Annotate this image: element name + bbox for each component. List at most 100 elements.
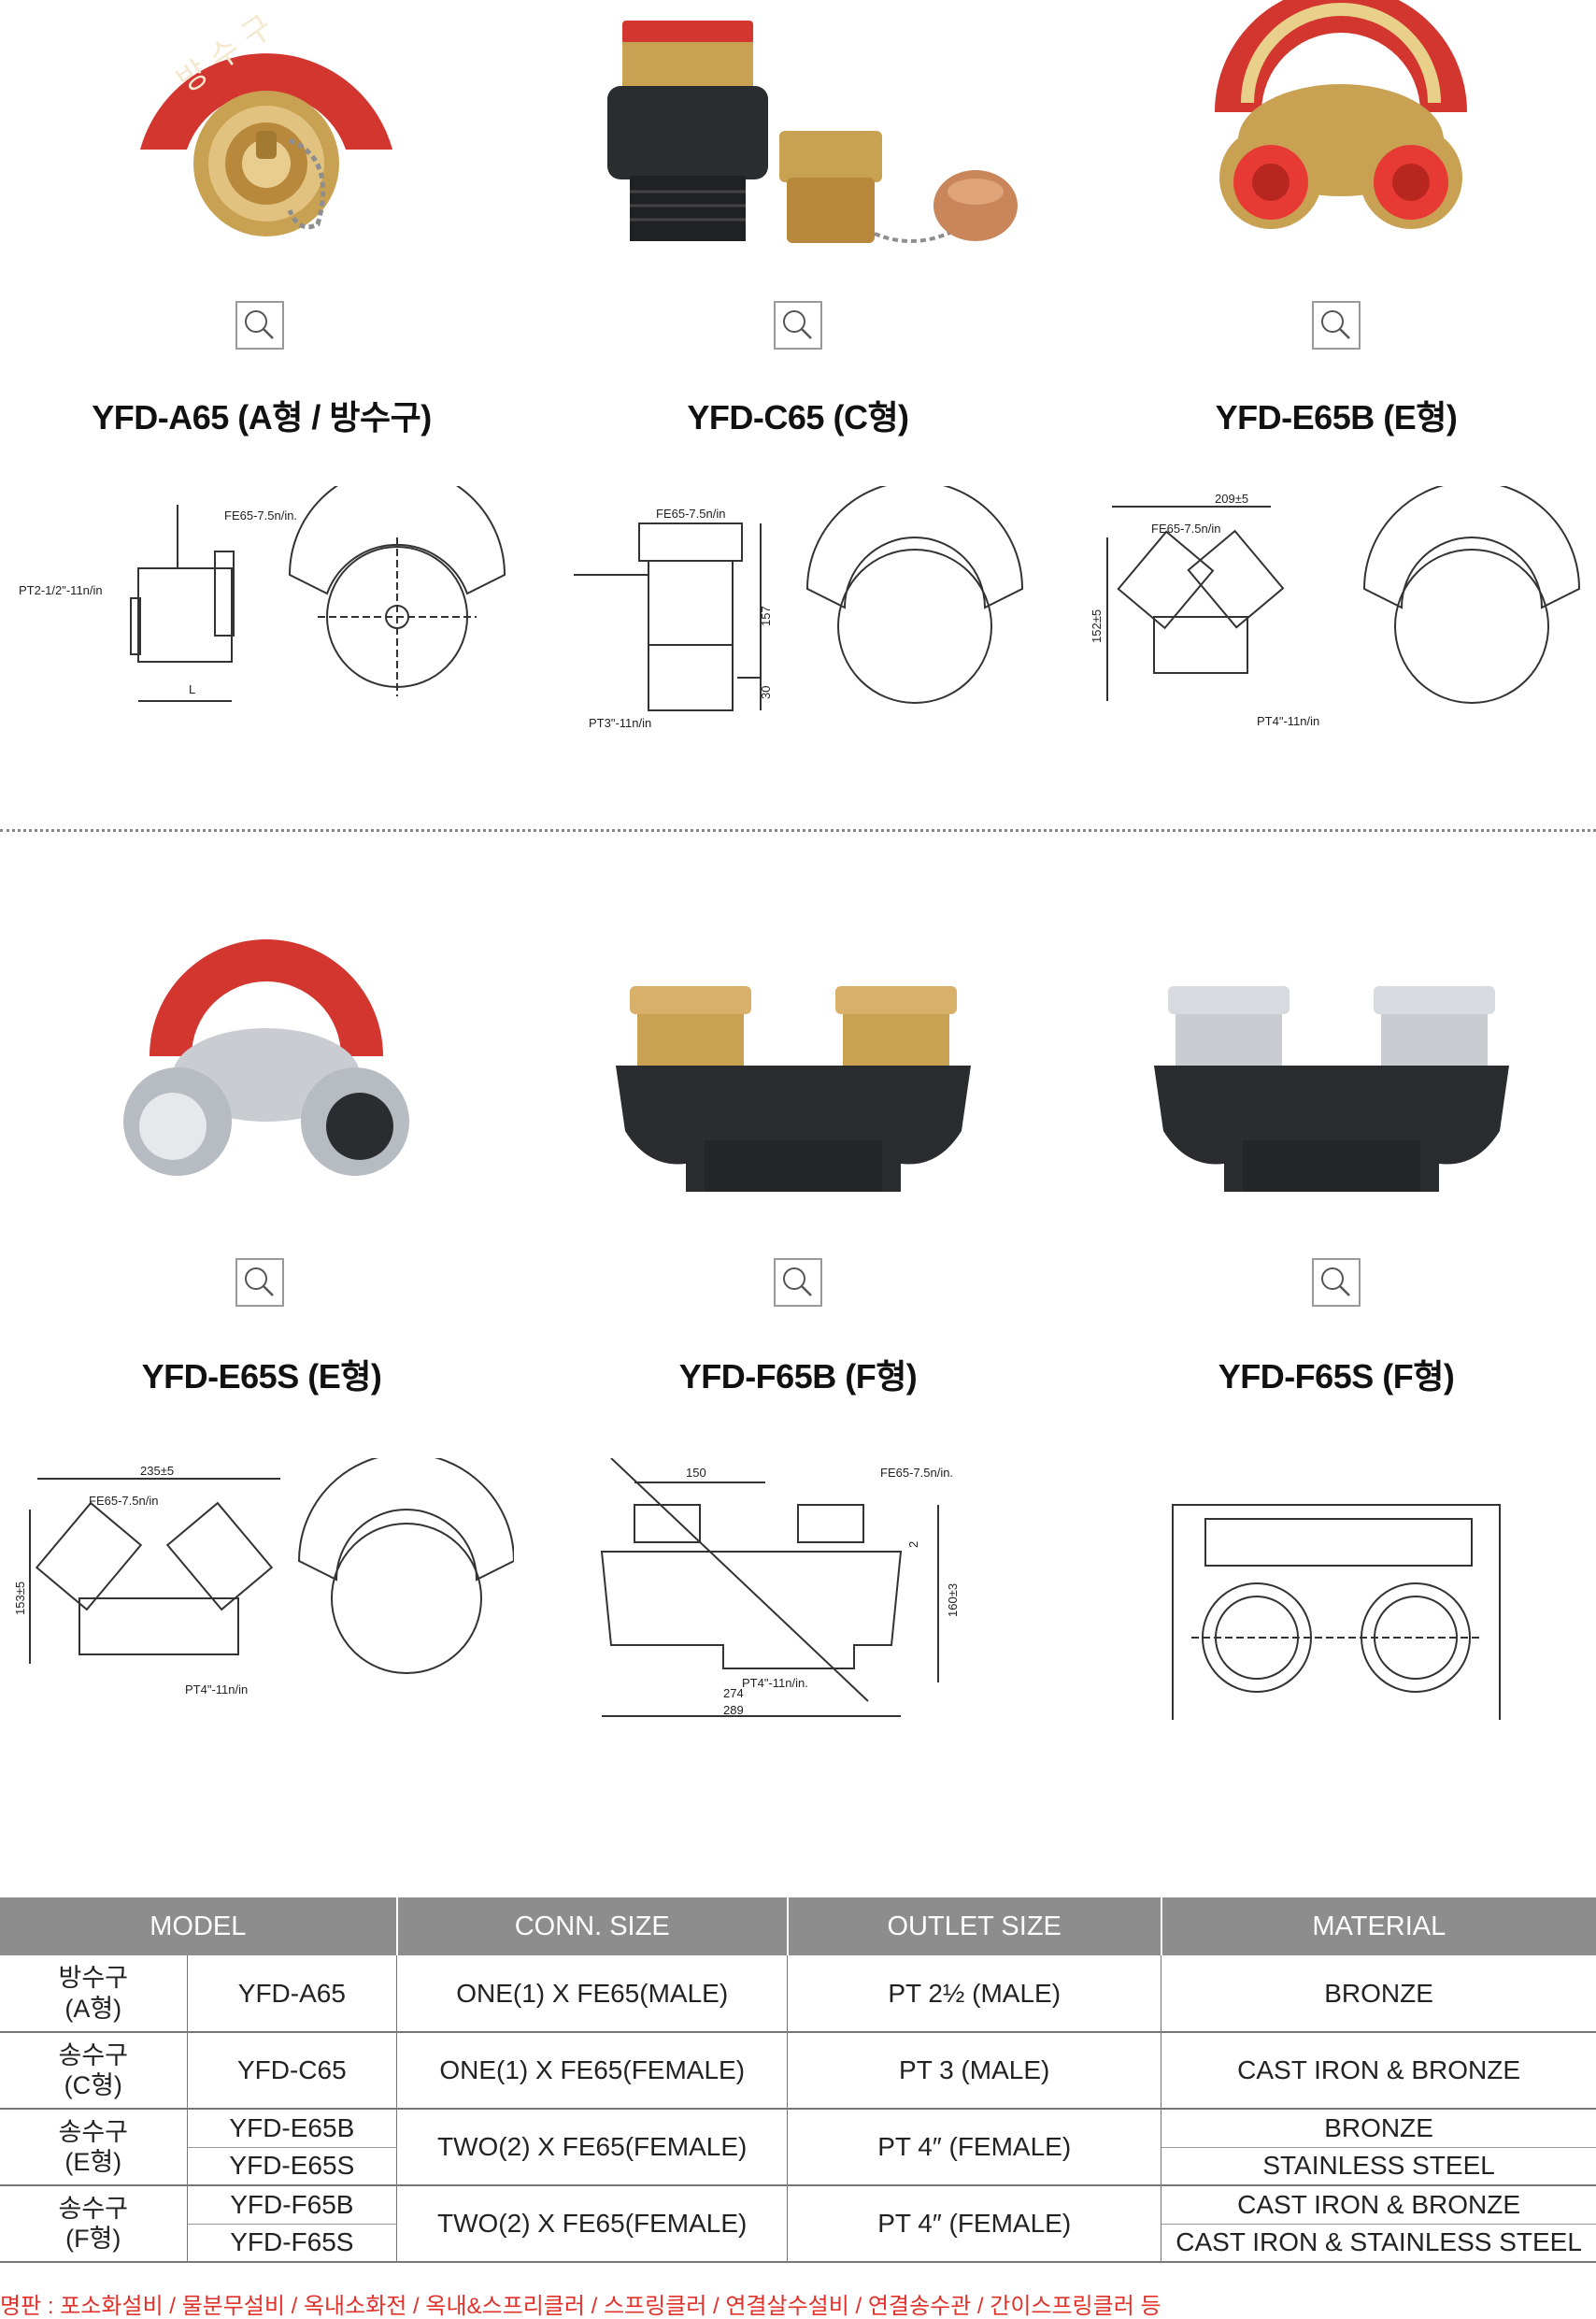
drawing-label: 289 [723,1703,744,1717]
outlet-cell: PT 3 (MALE) [787,2032,1162,2110]
type-label: 송수구 [58,2194,129,2223]
drawing-label: PT4"-11n/in [1257,714,1319,728]
magnifier-icon [245,310,274,339]
product-row-2: YFD-E65S (E형) YFD-F65B (F형) YFD-F65S (F형… [0,935,1596,1869]
drawing-e65s: 235±5 FE65-7.5n/in 153±5 PT4"-11n/in [13,1458,514,1696]
model-cell: YFD-E65B [187,2109,398,2148]
product-photo-e65b [1215,0,1467,229]
header-model: MODEL [0,1897,398,1955]
model-cell: YFD-C65 [187,2032,398,2110]
magnifier-icon [783,310,812,339]
drawing-label: 150 [686,1466,706,1480]
outlet-cell: PT 2½ (MALE) [787,1955,1162,2033]
material-cell: STAINLESS STEEL [1161,2147,1596,2186]
drawing-label: 235±5 [140,1464,174,1478]
nameplate-footnote: 명판 : 포소화설비 / 물분무설비 / 옥내소화전 / 옥내&스프리클러 / … [0,2294,1161,2319]
table-row: 송수구(E형) YFD-E65B TWO(2) X FE65(FEMALE) P… [0,2109,1596,2186]
spec-table: MODEL CONN. SIZE OUTLET SIZE MATERIAL 방수… [0,1897,1596,2263]
drawing-label: 274 [723,1686,744,1700]
model-cell: YFD-F65B [187,2185,398,2225]
outlet-cell: PT 4″ (FEMALE) [787,2185,1162,2263]
drawing-label: 2 [906,1541,920,1548]
outlet-cell: PT 4″ (FEMALE) [787,2109,1162,2186]
type-cell: 송수구(E형) [0,2109,188,2186]
product-row-1: 방 수 구 [0,0,1596,935]
drawing-label: 153±5 [13,1582,27,1615]
drawing-c65: FE65-7.5n/in 157 30 PT3"-11n/in [574,486,1024,730]
material-cell: BRONZE [1161,1955,1596,2033]
conn-cell: TWO(2) X FE65(FEMALE) [396,2185,789,2263]
zoom-button-e65b[interactable] [1312,301,1361,350]
drawing-a65: FE65-7.5n/in. PT2-1/2"-11n/in L [19,486,506,702]
drawing-label: FE65-7.5n/in [656,507,725,521]
type-label: 송수구 [58,2117,129,2146]
type-cell: 송수구(F형) [0,2185,188,2263]
type-label: 방수구 [58,1964,129,1993]
header-material: MATERIAL [1161,1897,1596,1955]
drawing-label: L [189,682,195,696]
drawing-e65b: 209±5 FE65-7.5n/in 152±5 PT4"-11n/in [1090,486,1581,728]
drawing-label: FE65-7.5n/in. [880,1466,953,1480]
drawing-label: FE65-7.5n/in [1151,522,1220,536]
drawing-label: PT4"-11n/in [185,1682,248,1696]
model-cell: YFD-E65S [187,2147,398,2186]
type-label: 송수구 [58,2040,129,2069]
conn-cell: ONE(1) X FE65(FEMALE) [396,2032,789,2110]
type-sub-label: (A형) [64,1994,122,2023]
product-photo-c65 [607,21,1018,243]
product-photo-f65b [616,986,971,1192]
magnifier-icon [1321,310,1350,339]
drawing-label: 160±3 [946,1583,960,1617]
product-photo-a65: 방 수 구 [140,7,392,236]
product-title-a65: YFD-A65 (A형 / 방수구) [92,398,432,437]
product-title-c65: YFD-C65 (C형) [687,398,909,437]
table-row: 방수구(A형) YFD-A65 ONE(1) X FE65(MALE) PT 2… [0,1955,1596,2033]
product-title-e65s: YFD-E65S (E형) [141,1357,382,1396]
type-sub-label: (E형) [64,2148,122,2176]
table-row: 송수구(C형) YFD-C65 ONE(1) X FE65(FEMALE) PT… [0,2032,1596,2110]
product-title-f65b: YFD-F65B (F형) [678,1357,918,1396]
zoom-button-c65[interactable] [774,301,822,350]
table-header-row: MODEL CONN. SIZE OUTLET SIZE MATERIAL [0,1897,1596,1955]
type-cell: 방수구(A형) [0,1955,188,2033]
zoom-button-f65s[interactable] [1312,1258,1361,1307]
product-title-e65b: YFD-E65B (E형) [1215,398,1458,437]
section-divider [0,829,1596,832]
drawing-label: PT2-1/2"-11n/in [19,583,103,597]
table-row: YFD-E65S STAINLESS STEEL [0,2147,1596,2186]
model-cell: YFD-F65S [187,2224,398,2263]
type-sub-label: (F형) [65,2225,121,2253]
drawing-f65s [1172,1504,1501,1720]
material-cell: CAST IRON & BRONZE [1161,2185,1596,2225]
product-title-f65s: YFD-F65S (F형) [1218,1357,1455,1396]
table-row: YFD-F65S CAST IRON & STAINLESS STEEL [0,2224,1596,2263]
table-row: 송수구(F형) YFD-F65B TWO(2) X FE65(FEMALE) P… [0,2185,1596,2263]
material-cell: CAST IRON & BRONZE [1161,2032,1596,2110]
product-photo-e65s [123,939,409,1176]
material-cell: BRONZE [1161,2109,1596,2148]
zoom-button-f65b[interactable] [774,1258,822,1307]
drawing-label: 209±5 [1215,492,1248,506]
conn-cell: TWO(2) X FE65(FEMALE) [396,2109,789,2186]
model-cell: YFD-A65 [187,1955,398,2033]
header-conn-size: CONN. SIZE [396,1897,789,1955]
drawing-label: 157 [759,606,773,626]
drawing-label: 30 [759,686,773,699]
drawing-f65b: 150 FE65-7.5n/in. 2 160±3 PT4"-11n/in. 2… [600,1458,960,1717]
product-photo-f65s [1154,986,1509,1192]
type-sub-label: (C형) [64,2071,122,2099]
drawing-label: FE65-7.5n/in. [224,508,297,522]
zoom-button-a65[interactable] [235,301,284,350]
drawing-label: PT4"-11n/in. [742,1676,808,1690]
magnifier-icon [245,1267,274,1296]
material-cell: CAST IRON & STAINLESS STEEL [1161,2224,1596,2263]
magnifier-icon [783,1267,812,1296]
drawing-label: PT3"-11n/in [589,716,651,730]
drawing-label: FE65-7.5n/in [89,1494,158,1508]
zoom-button-e65s[interactable] [235,1258,284,1307]
conn-cell: ONE(1) X FE65(MALE) [396,1955,789,2033]
drawing-label: 152±5 [1090,609,1104,643]
type-cell: 송수구(C형) [0,2032,188,2110]
header-outlet-size: OUTLET SIZE [787,1897,1162,1955]
magnifier-icon [1321,1267,1350,1296]
